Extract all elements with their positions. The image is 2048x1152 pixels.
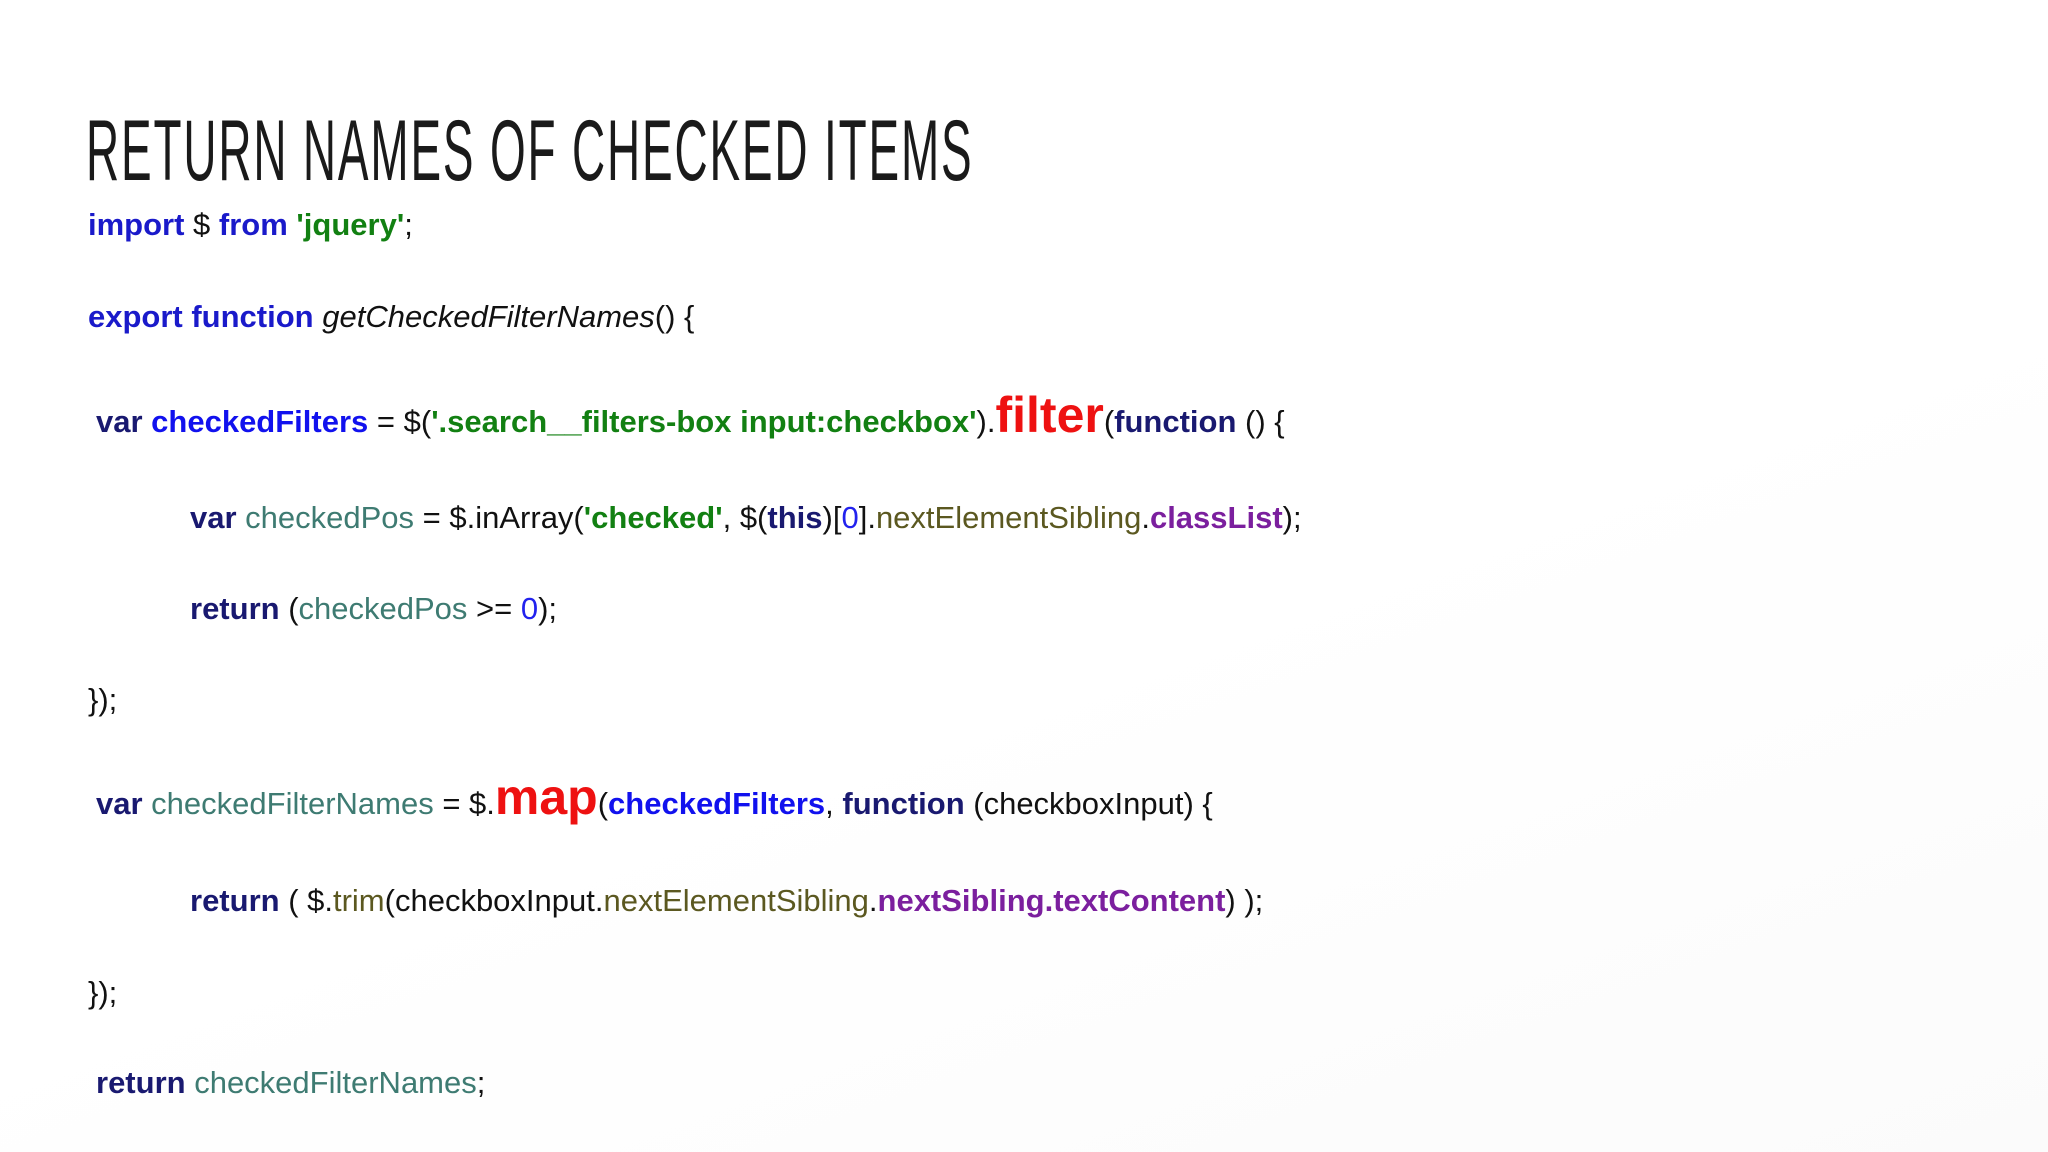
- code-token: >=: [467, 591, 521, 626]
- code-token: checkedPos: [298, 591, 468, 626]
- code-token: .: [868, 883, 878, 918]
- page-title: RETURN NAMES OF CHECKED ITEMS: [86, 101, 974, 199]
- code-token: checkedFilters: [151, 404, 369, 439]
- code-token: ,: [825, 786, 843, 821]
- code-token: });: [88, 682, 118, 717]
- code-token: )[: [822, 500, 842, 535]
- code-token: return: [190, 883, 280, 918]
- code-token: });: [88, 975, 118, 1010]
- line-import: import $ from 'jquery';: [88, 208, 413, 242]
- code-token: getCheckedFilterNames: [322, 299, 655, 334]
- code-token: checkedFilterNames: [151, 786, 434, 821]
- code-token: ).: [976, 404, 996, 439]
- code-token: [314, 299, 323, 334]
- code-token: ].: [858, 500, 876, 535]
- code-token: classList: [1149, 500, 1283, 535]
- line-close-map: });: [88, 976, 117, 1010]
- line-return-trim: return ( $.trim(checkboxInput.nextElemen…: [190, 884, 1263, 918]
- code-token: import: [88, 207, 185, 242]
- code-token: [143, 786, 152, 821]
- code-token: map: [494, 769, 598, 825]
- code-token: ( $.: [279, 883, 333, 918]
- code-token: return: [96, 1065, 186, 1100]
- code-token: [186, 1065, 195, 1100]
- code-token: export function: [88, 299, 314, 334]
- code-token: var: [190, 500, 237, 535]
- code-token: function: [842, 786, 965, 821]
- code-token: checkedFilters: [608, 786, 826, 821]
- code-token: () {: [654, 299, 695, 334]
- code-token: '.search__filters-box input:checkbox': [431, 404, 977, 439]
- code-token: , $(: [722, 500, 768, 535]
- code-token: [237, 500, 246, 535]
- line-var-checkedfilternames: var checkedFilterNames = $.map(checkedFi…: [96, 772, 1213, 822]
- code-token: (: [279, 591, 299, 626]
- code-token: nextElementSibling: [875, 500, 1142, 535]
- line-export-function: export function getCheckedFilterNames() …: [88, 300, 694, 334]
- code-token: () {: [1236, 404, 1285, 439]
- code-token: filter: [995, 387, 1104, 443]
- code-token: (checkboxInput) {: [964, 786, 1213, 821]
- code-token: checkedPos: [245, 500, 415, 535]
- code-token: );: [1282, 500, 1302, 535]
- code-token: nextSibling.textContent: [877, 883, 1226, 918]
- code-token: function: [1114, 404, 1237, 439]
- code-token: (: [597, 786, 609, 821]
- code-token: $: [184, 207, 219, 242]
- code-token: ) );: [1225, 883, 1264, 918]
- code-token: checkedFilterNames: [194, 1065, 477, 1100]
- code-token: trim: [332, 883, 385, 918]
- code-token: return: [190, 591, 280, 626]
- code-token: = $.inArray(: [414, 500, 584, 535]
- code-token: ;: [404, 207, 413, 242]
- code-token: );: [538, 591, 558, 626]
- code-token: 0: [841, 500, 859, 535]
- code-token: ;: [476, 1065, 486, 1100]
- code-token: .: [1141, 500, 1150, 535]
- code-token: 'checked': [583, 500, 723, 535]
- line-close-filter: });: [88, 683, 117, 717]
- code-token: var: [96, 404, 143, 439]
- code-token: 'jquery': [296, 207, 405, 242]
- code-token: [143, 404, 152, 439]
- code-token: = $.: [433, 786, 495, 821]
- code-token: (checkboxInput.: [384, 883, 604, 918]
- line-var-checkedpos: var checkedPos = $.inArray('checked', $(…: [190, 501, 1302, 535]
- code-token: nextElementSibling: [603, 883, 869, 918]
- code-token: var: [96, 786, 143, 821]
- line-return-checkedpos: return (checkedPos >= 0);: [190, 592, 557, 626]
- code-token: 0: [520, 591, 539, 626]
- code-token: this: [767, 500, 823, 535]
- line-return-names: return checkedFilterNames;: [96, 1066, 485, 1100]
- code-token: (: [1103, 404, 1115, 439]
- code-token: = $(: [368, 404, 432, 439]
- code-token: from: [218, 207, 288, 242]
- line-var-checkedfilters: var checkedFilters = $('.search__filters…: [96, 390, 1285, 440]
